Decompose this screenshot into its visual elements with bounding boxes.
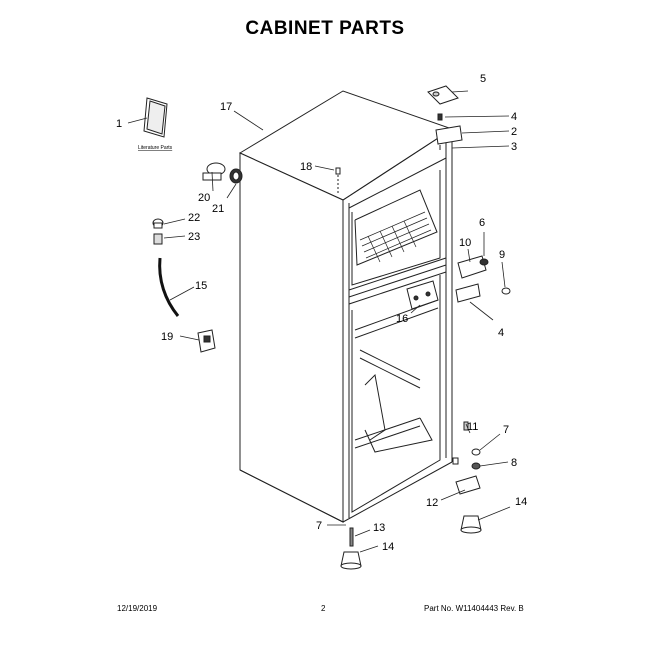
fitting-22 (152, 218, 164, 229)
callout-4-middle: 4 (498, 327, 504, 339)
callout-5: 5 (480, 73, 486, 85)
callout-1: 1 (116, 118, 122, 130)
literature-label: Literature Parts (138, 145, 173, 151)
page-title: CABINET PARTS (245, 18, 405, 39)
callout-16: 16 (396, 313, 408, 325)
callout-13: 13 (373, 522, 385, 534)
callout-21: 21 (212, 203, 224, 215)
refrigerator-cabinet (238, 90, 454, 523)
callout-8: 8 (511, 457, 517, 469)
center-hinge (455, 255, 511, 303)
callout-numbers: 1 2 3 4 5 6 7 8 9 10 11 12 13 14 15 16 1… (116, 73, 527, 553)
callout-7-bottom: 7 (316, 520, 322, 532)
literature-book (143, 97, 168, 138)
callout-12: 12 (426, 497, 438, 509)
callout-17: 17 (220, 101, 232, 113)
hinge-cover (427, 85, 459, 105)
water-valve (202, 162, 243, 184)
callout-4-top: 4 (511, 111, 517, 123)
callout-14-right: 14 (515, 496, 527, 508)
callout-6: 6 (479, 217, 485, 229)
callout-19: 19 (161, 331, 173, 343)
callout-23: 23 (188, 231, 200, 243)
leveling-foot-right (460, 515, 482, 534)
footer-page-number: 2 (321, 604, 326, 613)
footer-date: 12/19/2019 (117, 604, 158, 613)
callout-10: 10 (459, 237, 471, 249)
leveling-foot-left (340, 527, 362, 570)
callout-7-right: 7 (503, 424, 509, 436)
callout-14-bottom: 14 (382, 541, 394, 553)
mullion-part-16 (406, 280, 439, 310)
top-hinge (435, 113, 463, 150)
leader-lines (127, 90, 511, 553)
callout-2: 2 (511, 126, 517, 138)
callout-9: 9 (499, 249, 505, 261)
fitting-23 (153, 233, 163, 245)
bottom-hinge (452, 421, 481, 495)
callout-15: 15 (195, 280, 207, 292)
callout-20: 20 (198, 192, 210, 204)
footer-part-number: Part No. W11404443 Rev. B (424, 604, 524, 613)
callout-3: 3 (511, 141, 517, 153)
callout-11: 11 (467, 421, 478, 433)
screw-18 (335, 167, 341, 193)
callout-18: 18 (300, 161, 312, 173)
connector-19 (197, 329, 216, 353)
callout-22: 22 (188, 212, 200, 224)
water-tube (158, 257, 180, 317)
